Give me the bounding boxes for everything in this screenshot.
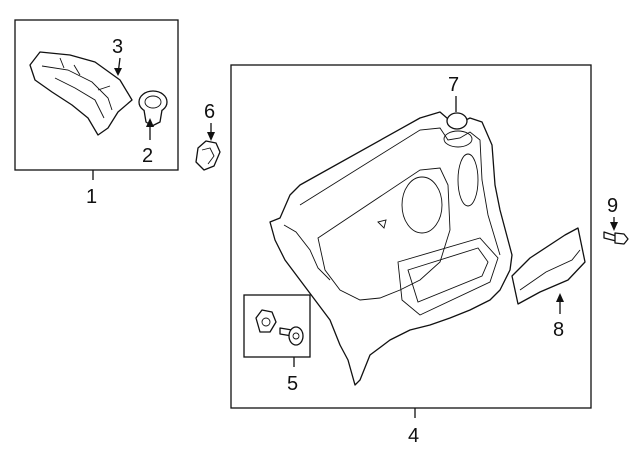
group-box-5 — [243, 294, 311, 358]
arrow-6 — [207, 132, 215, 141]
arrow-8 — [556, 293, 564, 302]
part-6-clip — [195, 140, 221, 171]
part-3-bracket — [29, 51, 133, 136]
callout-8: 8 — [553, 319, 564, 341]
part-7-plug — [446, 112, 468, 130]
callout-1: 1 — [86, 186, 97, 208]
group-box-4 — [230, 64, 592, 409]
callout-4: 4 — [408, 425, 419, 447]
callout-5: 5 — [287, 373, 298, 395]
arrow-3 — [114, 68, 122, 76]
arrow-2 — [146, 118, 154, 127]
callout-3: 3 — [112, 36, 123, 58]
arrow-9 — [610, 222, 618, 231]
callout-6: 6 — [204, 101, 215, 123]
callout-2: 2 — [142, 145, 153, 167]
group-box-1 — [14, 19, 179, 171]
part-2-clip — [138, 90, 168, 127]
callout-9: 9 — [607, 195, 618, 217]
part-5-fasteners — [255, 309, 304, 346]
callout-7: 7 — [448, 74, 459, 96]
part-4-quarter-trim-panel — [269, 111, 513, 386]
part-9-bolt — [603, 231, 629, 245]
part-8-trim-cover — [511, 227, 586, 305]
